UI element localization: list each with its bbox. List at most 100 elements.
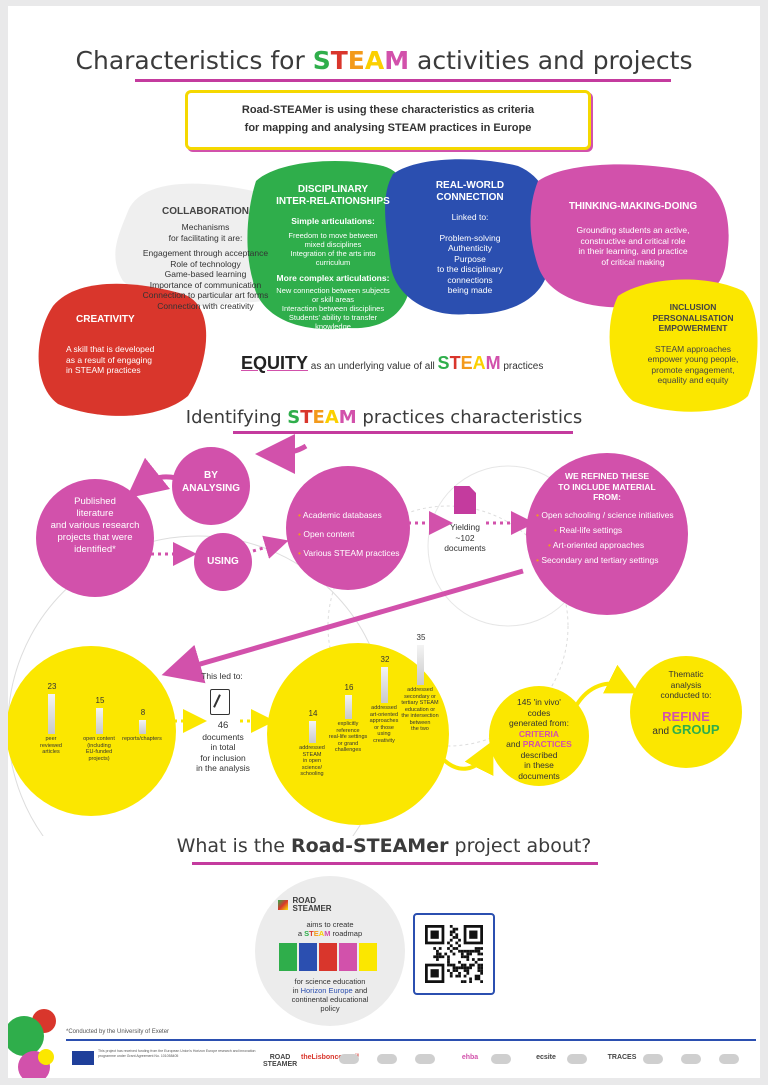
partner-logo (491, 1054, 511, 1064)
creativity-block: CREATIVITY A skill that is developed as … (66, 314, 206, 376)
arrow-using-sources (252, 535, 289, 559)
steam-word: STEAM (312, 46, 410, 75)
pencil-doc-icon (210, 689, 230, 715)
arrow-codes-thematic (574, 664, 639, 708)
partner-logo (681, 1054, 701, 1064)
collaboration-block: COLLABORATION Mechanisms for facilitatin… (118, 206, 293, 311)
published-literature-bubble (36, 479, 154, 597)
title-underline (135, 79, 671, 82)
refined-heading: WE REFINED THESE TO INCLUDE MATERIAL FRO… (558, 471, 656, 502)
disciplinary-blob (247, 161, 412, 330)
bar-value-label: 32 (380, 655, 390, 664)
source-academic: • Academic databases (298, 510, 382, 520)
count-bar (381, 667, 388, 703)
thematic-text: Thematic analysis conducted to: REFINE a… (652, 669, 720, 737)
thinking-blob (530, 164, 729, 308)
section3-underline (192, 862, 598, 865)
arrow-to-by (126, 457, 177, 499)
arrow-cats-codes (438, 740, 494, 777)
count-bar (345, 695, 352, 719)
steam-word: STEAM (304, 929, 331, 938)
eu-flag (72, 1051, 94, 1065)
subtitle-line-1: Road-STEAMer is using these characterist… (241, 104, 535, 116)
roadmap-booklets (279, 943, 379, 971)
count-bar (309, 721, 316, 743)
arrow-from-top (255, 433, 308, 474)
equity-line: EQUITY as an underlying value of all STE… (241, 353, 544, 373)
disciplinary-block: DISCIPLINARY INTER-RELATIONSHIPS Simple … (258, 184, 408, 340)
page-title: Characteristics for STEAM activities and… (75, 46, 693, 75)
qr-code[interactable] (425, 925, 483, 983)
realworld-heading: REAL-WORLD (435, 180, 505, 191)
partner-logo: TRACES (607, 1054, 637, 1061)
collaboration-heading: COLLABORATION (161, 206, 250, 217)
section-title-about: What is the Road-STEAMer project about? (176, 835, 592, 857)
thematic-bubble (630, 656, 742, 768)
count-bar (96, 708, 103, 734)
bar-category-label: reports/chapters (122, 736, 162, 742)
subtitle-line-2: for mapping and analysing STEAM practice… (244, 122, 532, 134)
partner-logo: ROAD STEAMER (263, 1054, 298, 1068)
bar-value-label: 16 (344, 683, 354, 692)
realworld-blob (385, 159, 553, 315)
refined-item: • Real-life settings (554, 525, 623, 535)
characteristics-blobs (38, 159, 758, 416)
count-bar (48, 694, 55, 734)
steam-word: STEAM (437, 353, 501, 373)
count-bar (417, 645, 424, 685)
about-aims: aims to create a STEAM roadmap (297, 920, 363, 938)
qr-code-frame (413, 913, 495, 995)
steam-word: STEAM (287, 407, 357, 428)
partner-logo (415, 1054, 435, 1064)
published-literature-text: Published literature and various researc… (50, 496, 140, 555)
partner-logo (567, 1054, 587, 1064)
section-title-identifying: Identifying STEAM practices characterist… (185, 407, 583, 428)
partner-logo (643, 1054, 663, 1064)
total-documents-text: 46 documents in total for inclusion in t… (196, 720, 250, 773)
bar-value-label: 14 (308, 709, 318, 718)
bar-value-label: 35 (416, 633, 426, 642)
disciplinary-heading: DISCIPLINARY (297, 184, 369, 195)
sources-list: • Academic databases • Open content • Va… (298, 506, 410, 563)
codes-bubble (489, 686, 589, 786)
codes-text: 145 'in vivo' codes generated from: CRIT… (506, 697, 572, 781)
partner-logo (377, 1054, 397, 1064)
refined-item: • Open schooling / science initiatives (536, 510, 674, 520)
equity-word: EQUITY (241, 353, 309, 373)
partner-logo: theLisboncouncil (301, 1054, 359, 1061)
refined-item: • Art-oriented approaches (548, 540, 645, 550)
count-bar (139, 720, 146, 734)
document-types-bubble (8, 646, 176, 816)
road-steamer-logo-icon (278, 899, 288, 910)
using-bubble (194, 533, 252, 591)
inclusion-heading: INCLUSION (669, 302, 717, 312)
using-label: USING (207, 556, 239, 567)
bar-value-label: 23 (47, 682, 57, 691)
bar-value-label: 15 (95, 696, 105, 705)
corner-decoration (8, 1009, 56, 1078)
partner-logo (719, 1054, 739, 1064)
source-open: • Open content (298, 529, 355, 539)
refined-bubble (526, 453, 688, 615)
sources-bubble (286, 466, 410, 590)
footer-divider (66, 1039, 756, 1041)
partner-logo: ecsite (536, 1054, 556, 1061)
arrow-refined-types (161, 568, 524, 684)
eu-funding-text: This project has received funding from t… (98, 1049, 256, 1058)
inclusion-block: INCLUSION PERSONALISATION EMPOWERMENT ST… (628, 302, 758, 386)
thinking-block: THINKING-MAKING-DOING Grounding students… (543, 201, 723, 267)
partner-logo (339, 1054, 359, 1064)
subtitle-box: Road-STEAMer is using these characterist… (185, 90, 591, 150)
document-icon (454, 486, 476, 514)
by-analysing-bubble (172, 447, 250, 525)
by-analysing-label: BY ANALYSING (182, 470, 240, 494)
realworld-block: REAL-WORLD CONNECTION Linked to: Problem… (400, 180, 540, 296)
